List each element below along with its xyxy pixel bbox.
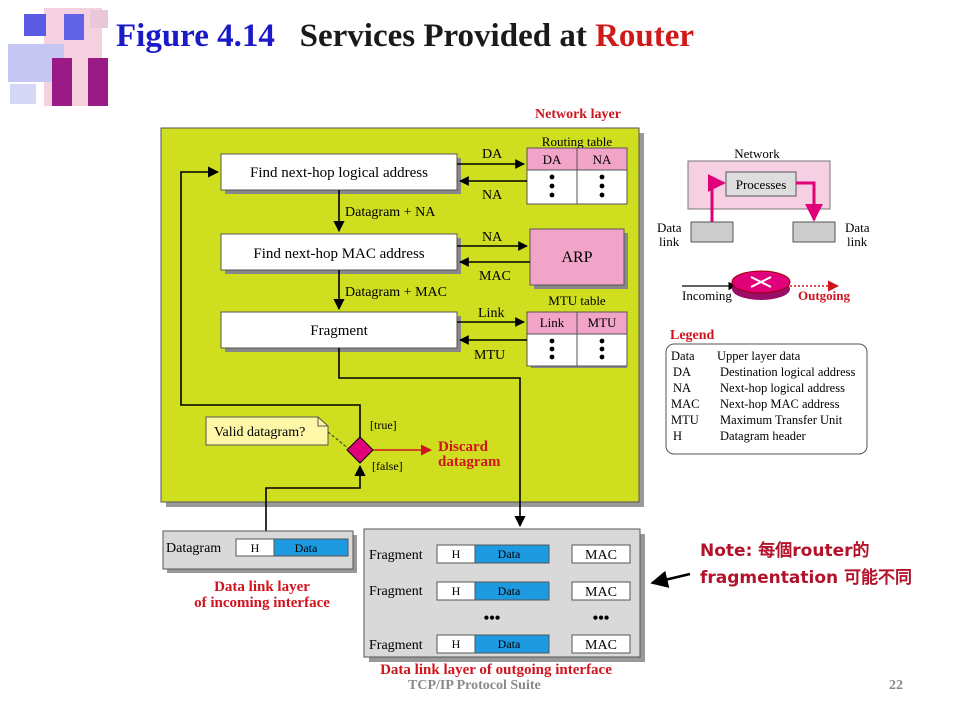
- legend-abbr-5: H: [673, 429, 682, 443]
- fragment-h-3: H: [452, 637, 461, 651]
- mtu-col-link: Link: [540, 315, 565, 330]
- mtu-table-label: MTU table: [548, 293, 606, 308]
- da-arrow-label: DA: [482, 147, 503, 162]
- fragment-mac-2: MAC: [585, 585, 617, 600]
- legend-box: [665, 343, 868, 455]
- legend-title: Legend: [670, 328, 715, 343]
- discard-label-2: datagram: [438, 454, 501, 470]
- fragment-data-2: Data: [498, 584, 521, 598]
- fragment-h-1: H: [452, 547, 461, 561]
- routing-col-na: NA: [593, 152, 612, 167]
- routing-col-da: DA: [543, 152, 562, 167]
- find-mac-text: Find next-hop MAC address: [253, 246, 424, 262]
- link-arrow-label: Link: [478, 306, 504, 321]
- legend-abbr-3: MAC: [671, 397, 699, 411]
- legend-abbr-0: Data: [671, 349, 695, 363]
- legend-desc-4: Maximum Transfer Unit: [720, 413, 843, 427]
- slide-title: Figure 4.14 Services Provided at Router: [116, 18, 694, 55]
- mac-arrow-label: MAC: [479, 269, 511, 284]
- footer-page-number: 22: [889, 678, 903, 693]
- arp-box: [529, 228, 625, 286]
- mini-processes-label: Processes: [736, 177, 787, 192]
- legend-rows: Data Upper layer data DA Destination log…: [671, 349, 856, 443]
- datagram-mac-label: Datagram + MAC: [345, 285, 447, 300]
- mini-data-right-1: Data: [845, 220, 870, 235]
- legend-desc-2: Next-hop logical address: [720, 381, 845, 395]
- fragment-mac-1: MAC: [585, 548, 617, 563]
- fragment-label-3: Fragment: [369, 638, 423, 653]
- mini-datalink-left: [690, 221, 734, 243]
- outgoing-row-3: Fragment H Data MAC: [369, 634, 631, 654]
- mtu-col-mtu: MTU: [588, 315, 618, 330]
- outgoing-row-1: Fragment H Data MAC: [369, 544, 631, 564]
- fragment-data-3: Data: [498, 637, 521, 651]
- title-highlight: Router: [595, 18, 695, 54]
- legend-abbr-4: MTU: [671, 413, 699, 427]
- figure-number: Figure 4.14: [116, 18, 275, 54]
- fragment-h-2: H: [452, 584, 461, 598]
- true-label: [true]: [370, 418, 397, 432]
- mini-processes-box: [725, 171, 797, 197]
- mini-data-right-2: link: [847, 234, 868, 249]
- incoming-label-1: Data link layer: [214, 579, 310, 595]
- routing-table-label: Routing table: [542, 134, 613, 149]
- routing-table-dots: [549, 174, 605, 198]
- corner-decoration: [8, 8, 108, 106]
- outgoing-row-2: Fragment H Data MAC: [369, 581, 631, 601]
- find-logical-box: [220, 153, 458, 191]
- footer-suite: TCP/IP Protocol Suite: [408, 678, 541, 693]
- false-label: [false]: [372, 459, 403, 473]
- fragment-mac-3: MAC: [585, 638, 617, 653]
- fragment-label-2: Fragment: [369, 584, 423, 599]
- mini-outgoing-label: Outgoing: [798, 288, 851, 303]
- fragment-data-1: Data: [498, 547, 521, 561]
- na-arrow-label: NA: [482, 188, 503, 203]
- valid-datagram-text: Valid datagram?: [214, 425, 305, 440]
- valid-decision-diamond: [346, 436, 374, 464]
- mini-network-label: Network: [734, 146, 780, 161]
- legend-desc-0: Upper layer data: [717, 349, 801, 363]
- mtu-arrow-label: MTU: [474, 348, 505, 363]
- legend-desc-3: Next-hop MAC address: [720, 397, 840, 411]
- fragmentation-note: Note: 每個router的 fragmentation 可能不同: [700, 541, 913, 588]
- valid-datagram-note: [205, 416, 329, 446]
- datagram-na-label: Datagram + NA: [345, 205, 436, 220]
- network-layer-label: Network layer: [535, 107, 621, 122]
- mini-data-left-2: link: [659, 234, 680, 249]
- outgoing-dots-left: •••: [484, 610, 501, 627]
- find-logical-text: Find next-hop logical address: [250, 165, 428, 181]
- legend-abbr-2: NA: [673, 381, 691, 395]
- incoming-h: H: [251, 541, 260, 555]
- mini-data-left-1: Data: [657, 220, 682, 235]
- title-text: Services Provided at: [299, 18, 587, 54]
- incoming-data: Data: [295, 541, 318, 555]
- incoming-label-2: of incoming interface: [194, 595, 330, 611]
- fragment-label-1: Fragment: [369, 548, 423, 563]
- fragment-text: Fragment: [310, 323, 368, 339]
- outgoing-dots-right: •••: [593, 610, 610, 627]
- mini-datalink-right: [792, 221, 836, 243]
- legend-abbr-1: DA: [673, 365, 691, 379]
- discard-label-1: Discard: [438, 439, 489, 455]
- legend-desc-5: Datagram header: [720, 429, 807, 443]
- arp-text: ARP: [561, 249, 592, 266]
- mini-incoming-label: Incoming: [682, 288, 732, 303]
- mtu-table-dots: [549, 338, 605, 360]
- fragment-box: [220, 311, 458, 349]
- na2-arrow-label: NA: [482, 230, 503, 245]
- incoming-datagram-label: Datagram: [166, 541, 221, 556]
- outgoing-label: Data link layer of outgoing interface: [380, 662, 612, 678]
- legend-desc-1: Destination logical address: [720, 365, 856, 379]
